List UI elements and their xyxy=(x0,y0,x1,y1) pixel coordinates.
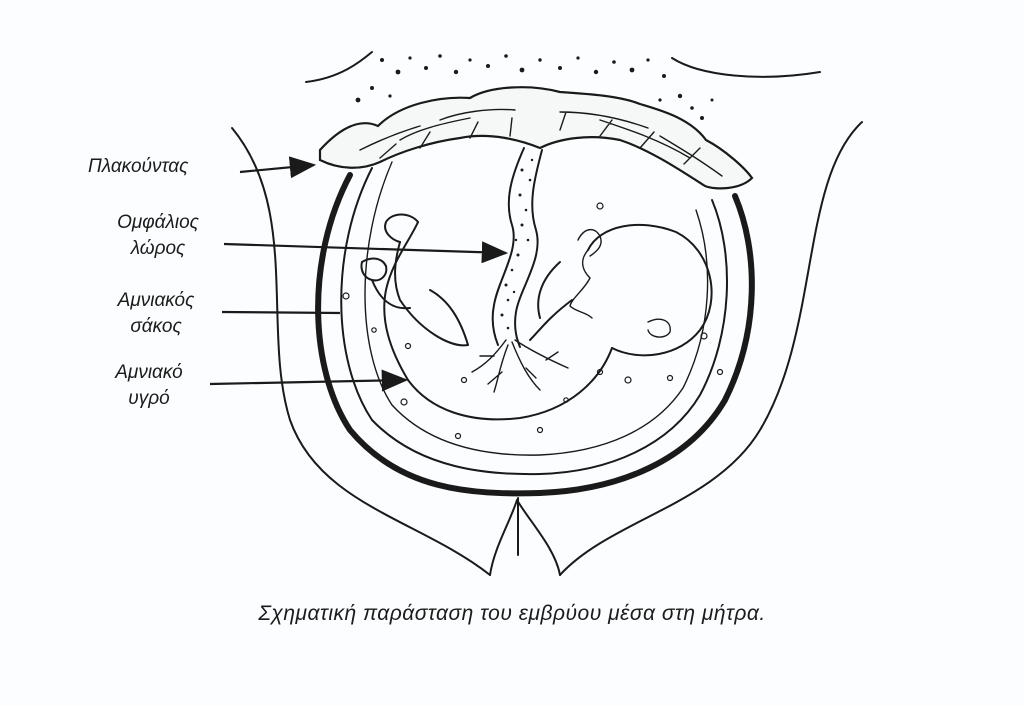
amniotic-fluid-bubbles xyxy=(342,202,724,440)
amniotic-fluid-label-line2: υγρό xyxy=(128,388,170,409)
amniotic-sac-label-line1: Αμνιακός xyxy=(117,290,195,311)
thick-sac-wall xyxy=(315,172,755,497)
umbilical-cord-pointer xyxy=(223,241,509,264)
umbilical-cord-label-line1: Ομφάλιος xyxy=(117,212,199,233)
umbilical-cord-label: Ομφάλιος λώρος xyxy=(98,210,218,262)
fetus xyxy=(360,213,713,421)
umbilical-cord-label-line2: λώρος xyxy=(130,238,186,259)
amniotic-sac-label: Αμνιακός σάκος xyxy=(96,288,216,340)
amniotic-sac-pointer xyxy=(221,310,341,315)
amniotic-sac-membrane xyxy=(340,161,728,476)
figure-caption: Σχηματική παράσταση του εμβρύου μέσα στη… xyxy=(258,602,766,625)
amniotic-fluid-pointer xyxy=(209,369,409,392)
amniotic-sac-label-line2: σάκος xyxy=(130,316,182,337)
umbilical-cord xyxy=(471,147,569,393)
placenta-label: Πλακούντας xyxy=(88,154,248,180)
placenta-pointer xyxy=(239,156,317,179)
amniotic-fluid-label: Αμνιακό υγρό xyxy=(94,360,204,412)
label-pointers xyxy=(209,156,509,392)
uterine-lining-speckles xyxy=(355,54,714,120)
amniotic-fluid-label-line1: Αμνιακό xyxy=(115,362,183,383)
uterus-wall xyxy=(231,51,863,576)
placenta-label-text: Πλακούντας xyxy=(88,156,189,177)
placenta-shape xyxy=(318,86,754,190)
